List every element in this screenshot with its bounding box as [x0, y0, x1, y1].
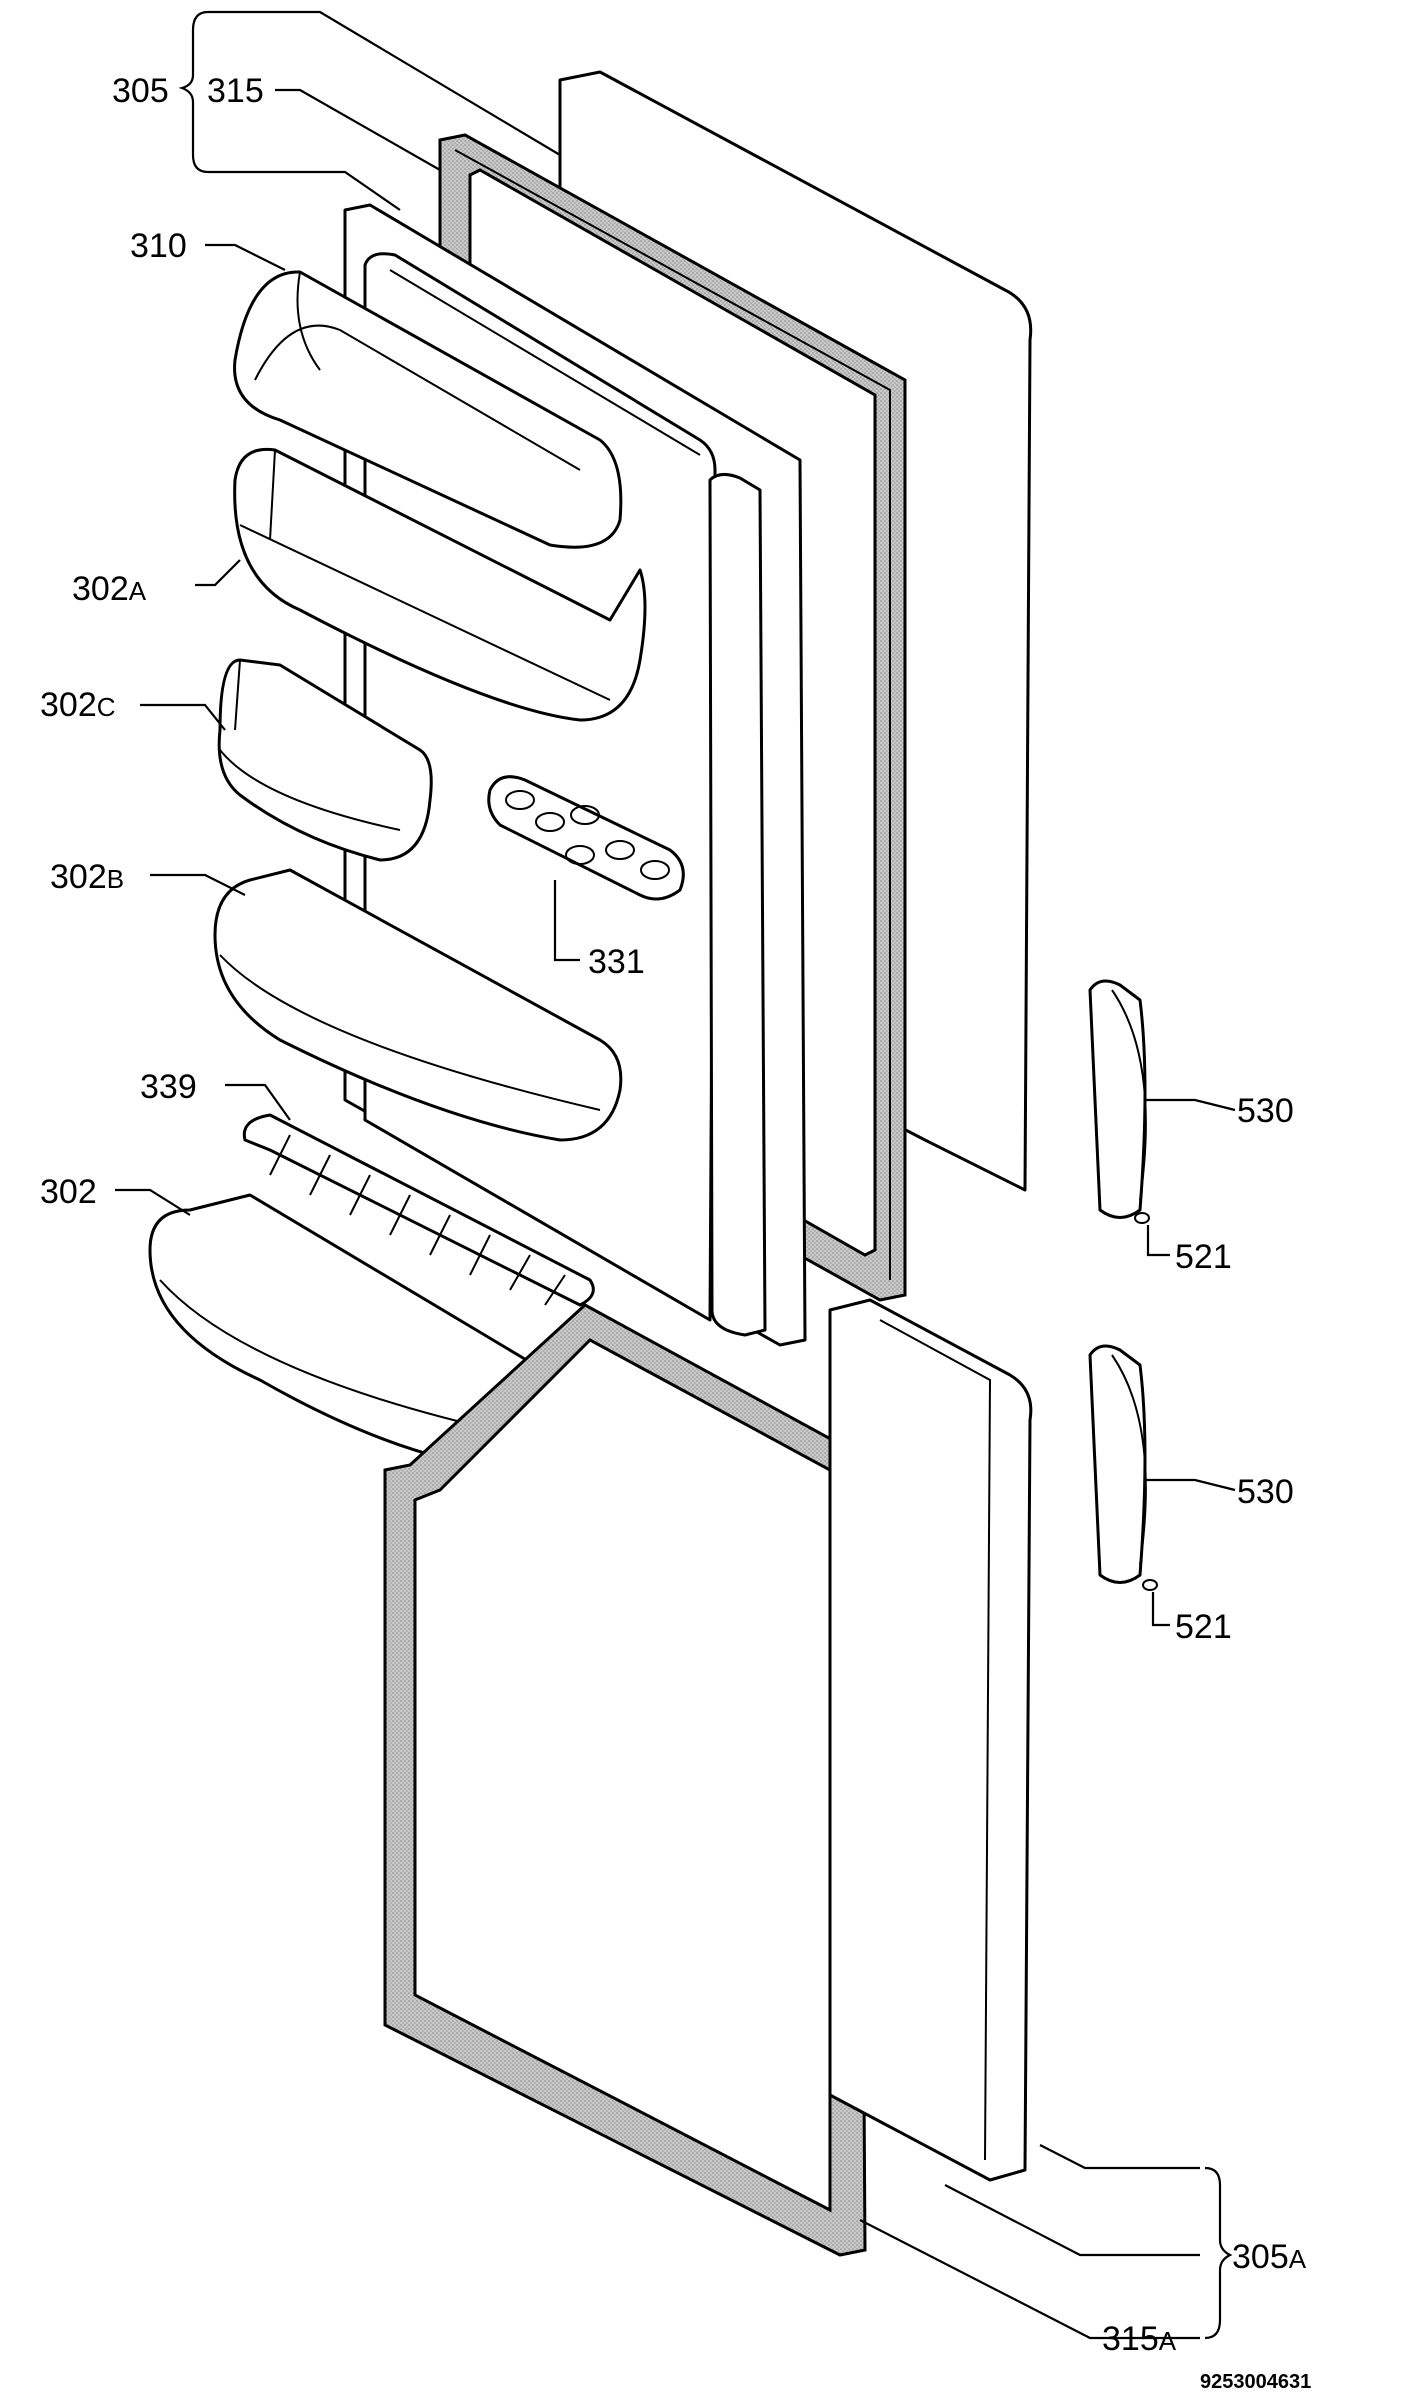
label-302A: 302A — [72, 570, 147, 608]
label-315A: 315A — [1102, 2320, 1177, 2358]
leader-lines — [115, 10, 1236, 2340]
label-302B: 302B — [50, 858, 124, 896]
label-521-top: 521 — [1175, 1238, 1232, 1276]
label-339: 339 — [140, 1068, 197, 1106]
lower-door-gasket — [383, 1303, 867, 2257]
lower-door-outer-panel — [828, 1298, 1033, 2182]
callout-labels: 305 315 310 302A 302C 302B 331 339 302 5… — [40, 72, 1311, 2393]
label-530-bottom: 530 — [1237, 1473, 1294, 1511]
label-521-bottom: 521 — [1175, 1608, 1232, 1646]
bottle-rack-339 — [242, 1113, 595, 1307]
screw-cap-521-bottom — [1142, 1579, 1158, 1591]
label-305A: 305A — [1232, 2238, 1307, 2276]
label-302: 302 — [40, 1173, 97, 1211]
door-shelf-302C — [217, 658, 433, 862]
screw-cap-521-top — [1134, 1212, 1150, 1224]
door-shelf-302A — [233, 447, 647, 722]
label-302C: 302C — [40, 686, 116, 724]
label-315: 315 — [207, 72, 264, 110]
document-number: 9253004631 — [1200, 2371, 1311, 2393]
egg-tray-331 — [487, 775, 685, 901]
handle-530-bottom — [1088, 1344, 1158, 1591]
upper-shelf-310 — [233, 270, 623, 549]
handle-530-top — [1088, 979, 1150, 1224]
label-305: 305 — [112, 72, 169, 110]
door-shelf-302B — [213, 868, 623, 1142]
label-530-top: 530 — [1237, 1092, 1294, 1130]
label-331: 331 — [588, 943, 645, 981]
label-310: 310 — [130, 227, 187, 265]
